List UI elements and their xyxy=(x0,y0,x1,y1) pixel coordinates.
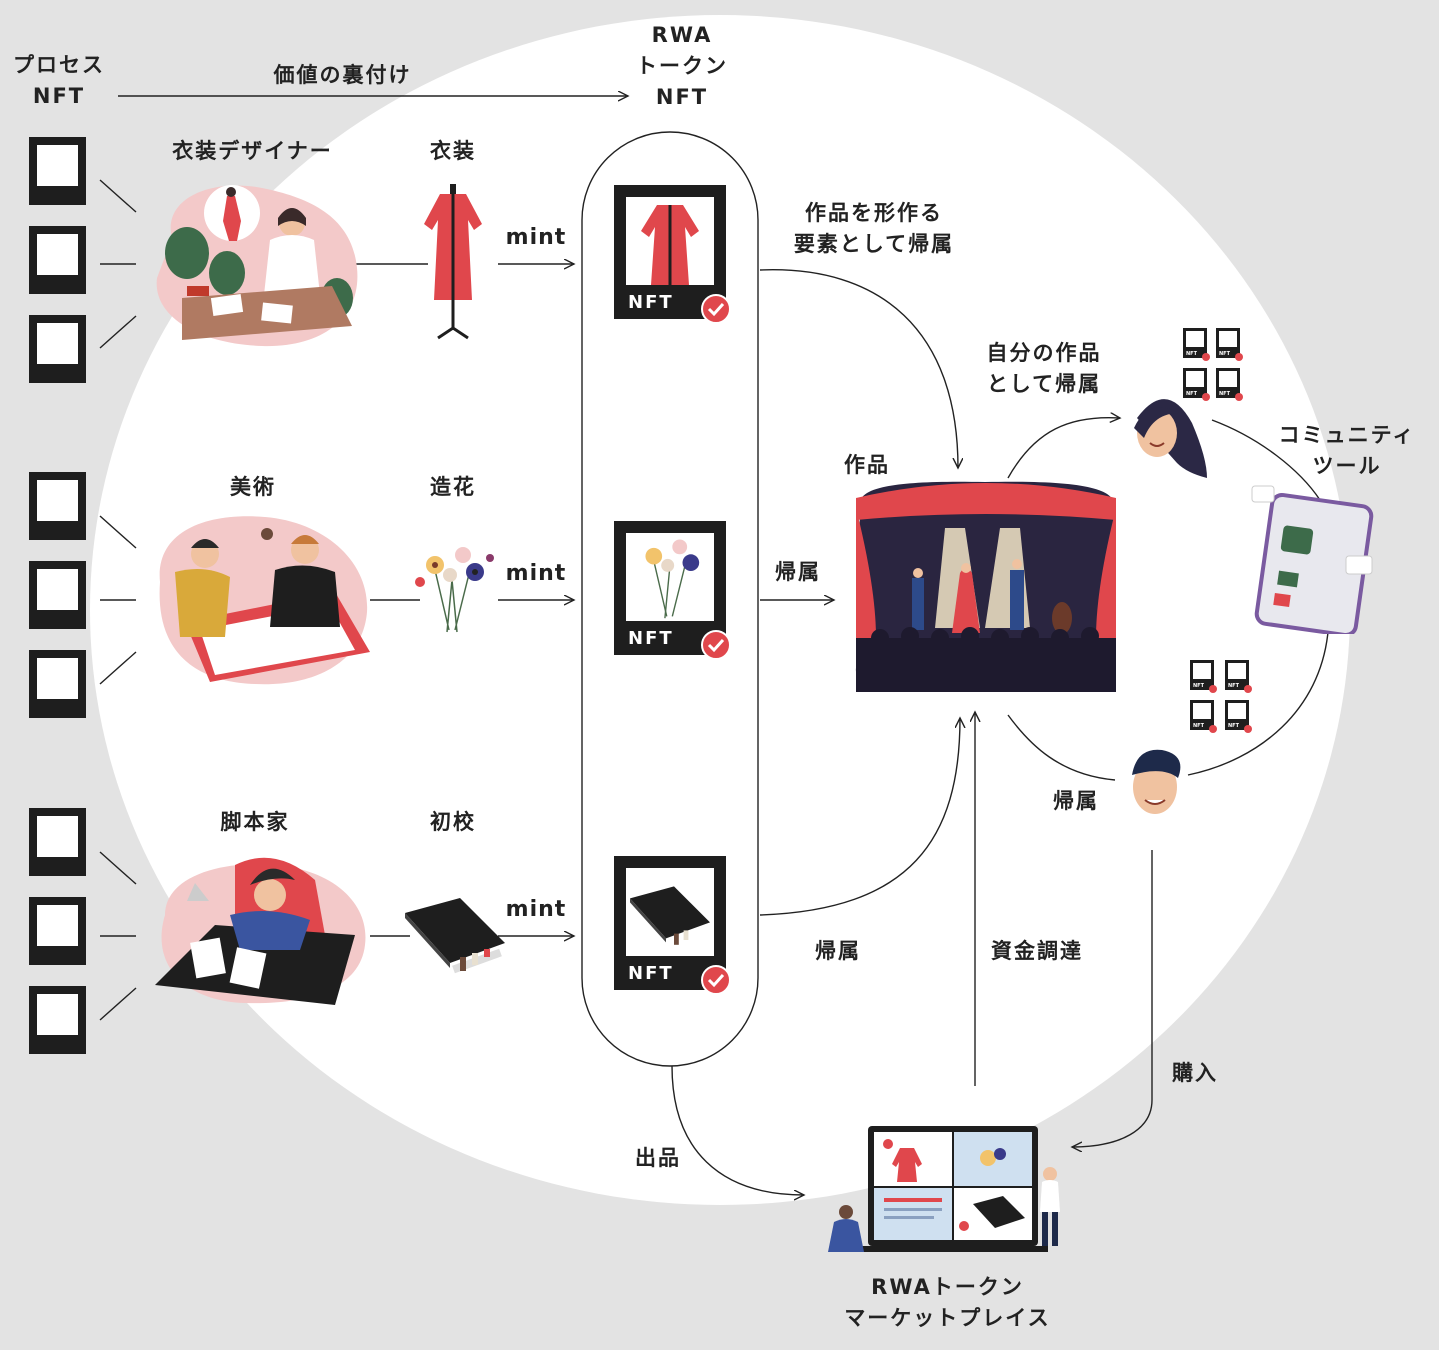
nft-card-costume: NFT xyxy=(614,185,731,324)
mini-nft-frame-icon: NFT xyxy=(1216,368,1243,401)
nft-tag: NFT xyxy=(628,628,674,649)
process-nft-frame-icon xyxy=(29,561,86,629)
screenwriter-illustration xyxy=(155,857,366,1005)
process-nft-frame-icon xyxy=(29,897,86,965)
woman-face-icon xyxy=(1134,399,1207,478)
checkmark-badge-icon xyxy=(701,630,731,660)
screenwriter-label: 脚本家 xyxy=(220,810,290,834)
mini-nft-frame-icon: NFT xyxy=(1225,660,1252,693)
costume-label: 衣装 xyxy=(430,139,476,163)
mint-label: mint xyxy=(505,225,567,250)
process-nft-frame-icon xyxy=(29,986,86,1054)
nft-card-book: NFT xyxy=(614,856,731,995)
book-icon xyxy=(405,898,505,974)
stage-icon xyxy=(855,481,1116,692)
bouquet-icon xyxy=(415,547,494,633)
process-nft-frame-icon xyxy=(29,808,86,876)
process-nft-frame-icon xyxy=(29,315,86,383)
mini-nft-frame-icon: NFT xyxy=(1216,328,1243,361)
process-nft-frame-icon xyxy=(29,650,86,718)
checkmark-badge-icon xyxy=(701,294,731,324)
mint-label: mint xyxy=(505,897,567,922)
rwa-token-nft-label: RWA トークン NFT xyxy=(636,23,728,109)
community-tool-label: コミュニティ ツール xyxy=(1278,423,1416,478)
mini-nft-frame-icon: NFT xyxy=(1190,700,1217,733)
process-nft-frame-icon xyxy=(29,472,86,540)
work-label: 作品 xyxy=(844,453,890,477)
process-nft-frame-icon xyxy=(29,226,86,294)
mini-nft-frame-icon: NFT xyxy=(1190,660,1217,693)
first-draft-label: 初校 xyxy=(430,810,476,834)
mini-nft-frame-icon: NFT xyxy=(1183,368,1210,401)
marketplace-label: RWAトークン マーケットプレイス xyxy=(844,1275,1051,1330)
nft-card-flower: NFT xyxy=(614,521,731,660)
process-nft-label: プロセス NFT xyxy=(13,53,105,108)
listing-label: 出品 xyxy=(635,1146,681,1170)
smartphone-icon xyxy=(1251,485,1374,634)
mini-nft-frame-icon: NFT xyxy=(1183,328,1210,361)
value-backing-label: 価値の裏付け xyxy=(273,63,412,87)
attribute-label: 帰属 xyxy=(1053,789,1099,813)
nft-tag: NFT xyxy=(628,292,674,313)
attribute-label: 帰属 xyxy=(775,560,821,584)
attribute-label: 帰属 xyxy=(815,939,861,963)
costume-designer-illustration xyxy=(156,185,358,347)
art-label: 美術 xyxy=(230,475,276,499)
purchase-label: 購入 xyxy=(1172,1061,1218,1085)
checkmark-badge-icon xyxy=(701,965,731,995)
attribute-as-own-label: 自分の作品 として帰属 xyxy=(986,341,1102,396)
artificial-flower-label: 造花 xyxy=(430,475,476,499)
process-nft-frame-icon xyxy=(29,137,86,205)
costume-designer-label: 衣装デザイナー xyxy=(172,139,333,163)
attribute-as-element-label: 作品を形作る 要素として帰属 xyxy=(793,201,955,256)
mint-label: mint xyxy=(505,561,567,586)
funding-label: 資金調達 xyxy=(991,939,1083,963)
man-face-icon xyxy=(1132,749,1181,814)
art-illustration xyxy=(159,516,370,685)
nft-tag: NFT xyxy=(628,963,674,984)
laptop-icon xyxy=(828,1126,1060,1252)
dress-icon xyxy=(424,184,482,340)
mini-nft-frame-icon: NFT xyxy=(1225,700,1252,733)
